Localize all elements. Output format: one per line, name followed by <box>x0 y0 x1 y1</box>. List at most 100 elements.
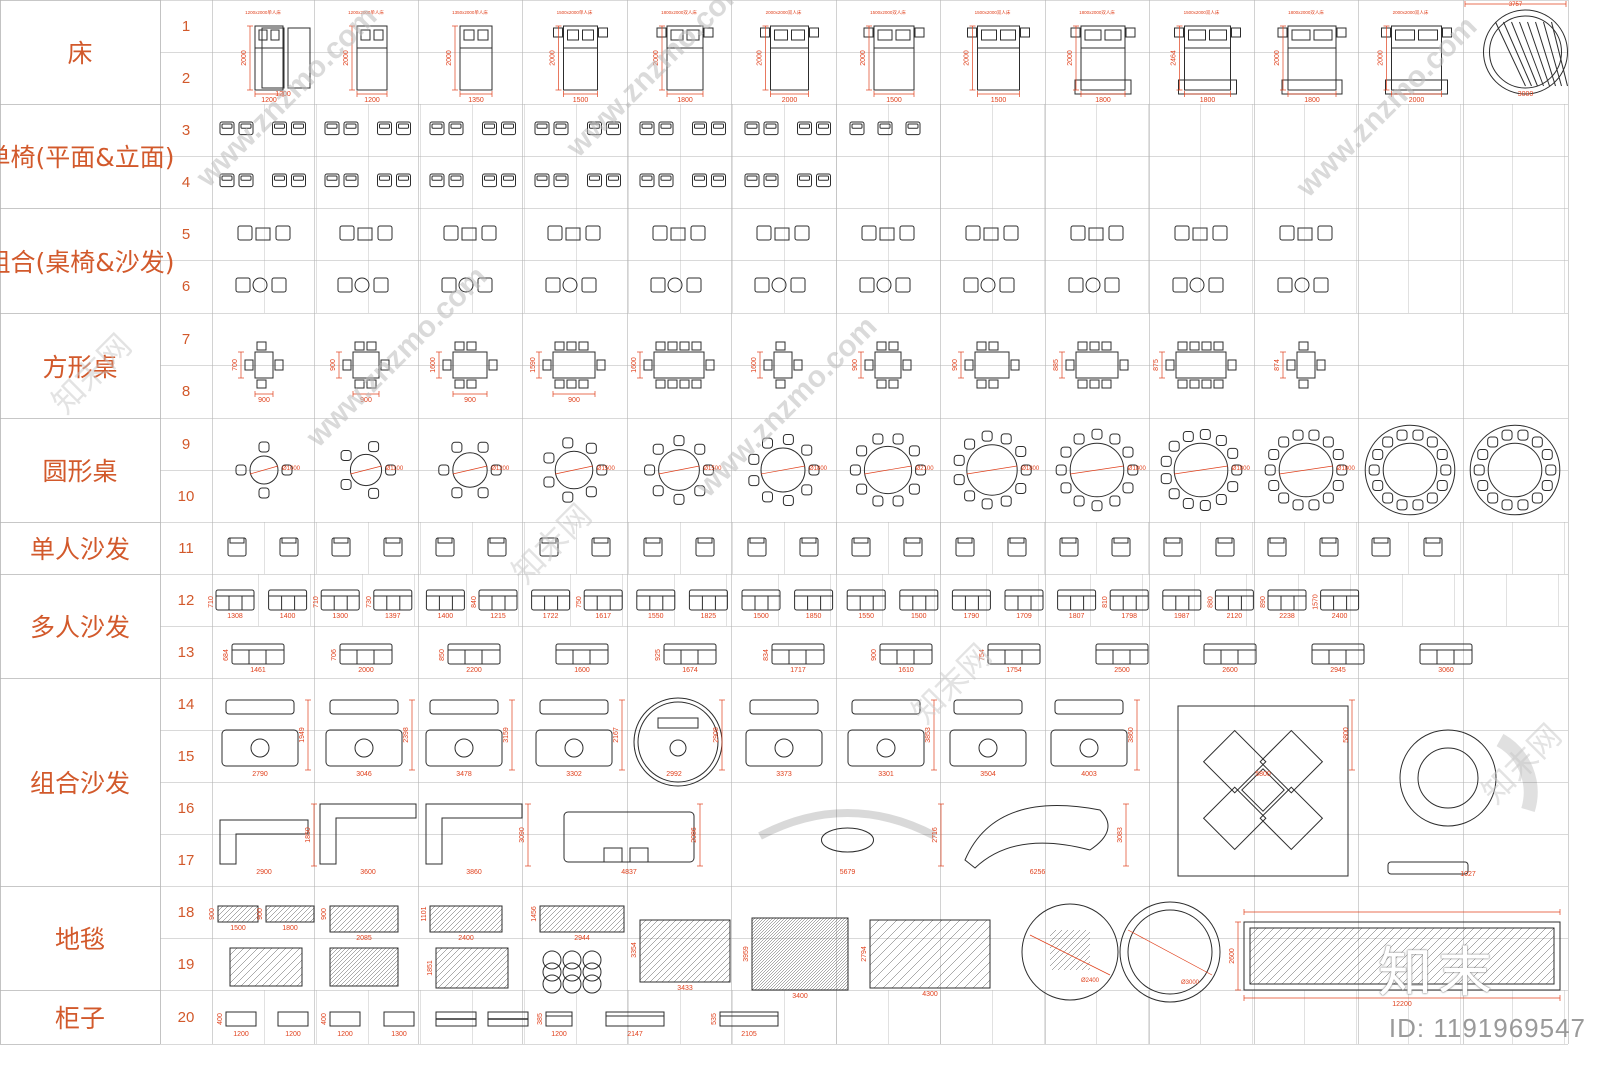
sofa-width: 1500 <box>753 613 769 620</box>
sofa-width: 1300 <box>332 613 348 620</box>
bed-height: 2000 <box>550 50 557 66</box>
table-depth: 1590 <box>530 357 537 373</box>
table-top <box>653 351 705 379</box>
combo-depth: 1850 <box>305 827 312 843</box>
bed-frame <box>666 25 704 91</box>
combo-depth: 2086 <box>691 827 698 843</box>
round-table-top <box>349 453 383 487</box>
asset-id-label: ID: 1191969547 <box>1388 1013 1586 1043</box>
row-number: 7 <box>181 330 191 348</box>
sofa-depth: 750 <box>576 596 583 608</box>
bed-title: 1800x2000双人床 <box>1288 9 1324 16</box>
rug-depth: 1101 <box>421 906 428 921</box>
row-number: 9 <box>181 435 191 453</box>
bed-frame <box>1391 25 1442 91</box>
category-label: 组合沙发 <box>29 769 130 798</box>
sofa-depth: 710 <box>313 596 320 608</box>
sofa-width: 2200 <box>466 667 482 674</box>
bed-height: 2000 <box>1067 50 1074 66</box>
row-number: 13 <box>177 643 195 661</box>
rug-width: 4300 <box>922 991 938 998</box>
round-table-top <box>658 449 700 491</box>
sofa-width: 1790 <box>964 613 980 620</box>
combo-width: 4003 <box>1081 771 1097 778</box>
table-diameter: Ø1500 <box>597 466 616 472</box>
sofa-width: 1709 <box>1016 613 1032 620</box>
bed-frame <box>563 25 598 91</box>
combo-width: 3302 <box>566 771 582 778</box>
rug-depth: 900 <box>209 908 216 920</box>
sofa-width: 1400 <box>438 613 454 620</box>
bed-title: 1500x2000单人床 <box>557 9 593 16</box>
table-depth: 900 <box>330 359 337 371</box>
combo-depth: 5800 <box>1343 727 1350 743</box>
sofa-width: 1807 <box>1069 613 1085 620</box>
table-depth: 900 <box>952 359 959 371</box>
round-table-top <box>1278 442 1334 498</box>
table-depth: 700 <box>232 359 239 371</box>
sofa-width: 2600 <box>1222 667 1238 674</box>
table-diameter: Ø1800 <box>1232 466 1251 472</box>
bed-width: 1800 <box>1095 97 1111 104</box>
table-diameter: Ø1100 <box>386 466 404 472</box>
sofa-width: 1850 <box>806 613 822 620</box>
sofa-width: 2400 <box>1332 613 1348 620</box>
bed-frame <box>873 25 915 91</box>
category-label: 多人沙发 <box>29 613 130 642</box>
sofa-width: 1500 <box>911 613 927 620</box>
round-table-top <box>1173 442 1229 498</box>
bed-width: 1200 <box>364 97 380 104</box>
sofa-width: 1617 <box>595 613 611 620</box>
combo-width: 2790 <box>252 771 268 778</box>
bed-width: 1500 <box>991 97 1007 104</box>
sofa-depth: 880 <box>1207 596 1214 608</box>
category-label: 单椅(平面&立面) <box>0 143 175 172</box>
combo-sofas-group: 2790194930462398347831593302216729922908… <box>219 697 1538 878</box>
combo-width: 1027 <box>1460 871 1476 878</box>
bed-title: 1500x2000双人床 <box>870 9 906 16</box>
sofa-width: 2945 <box>1330 667 1346 674</box>
row-number: 2 <box>181 69 191 87</box>
rug-diameter: Ø2400 <box>1081 978 1100 984</box>
rug-depth: 2794 <box>861 946 868 962</box>
sofa-width: 2238 <box>1279 613 1295 620</box>
cabinet-depth: 400 <box>321 1013 328 1025</box>
category-label: 单人沙发 <box>29 535 130 564</box>
table-top <box>552 351 596 379</box>
bed-title: 1500x2000双人床 <box>975 9 1011 16</box>
sofa-depth: 810 <box>1102 596 1109 608</box>
round-table-top <box>1487 442 1543 498</box>
sofa-width: 1550 <box>648 613 664 620</box>
table-depth: 875 <box>1153 359 1160 371</box>
table-top <box>1075 351 1119 379</box>
bed-frame <box>356 25 388 91</box>
table-top <box>452 351 488 379</box>
table-top <box>1296 351 1316 379</box>
chairs-group <box>219 121 921 188</box>
cabinet-width: 1200 <box>337 1031 353 1038</box>
bed-title: 1800x2000双人床 <box>661 9 697 16</box>
combo-width: 5679 <box>840 869 856 876</box>
bed-frame <box>1184 25 1231 91</box>
sofa-depth: 754 <box>979 649 986 661</box>
combo-width: 3478 <box>456 771 472 778</box>
combo-width: 3046 <box>356 771 372 778</box>
sub-grid <box>258 104 1565 1044</box>
rug-width: 1800 <box>282 925 298 932</box>
beds-group: 1200x2000单人床120020001200x2000单人床12002000… <box>241 1 1568 104</box>
bed-title: 2000x2000双人床 <box>1393 9 1429 16</box>
brand-watermark-logo: 知末 <box>1378 941 1498 1004</box>
combo-depth: 2398 <box>403 727 410 743</box>
table-top <box>352 351 380 379</box>
category-label: 地毯 <box>54 925 105 954</box>
rug-depth: 1851 <box>427 960 434 976</box>
combo-depth: 3090 <box>519 827 526 843</box>
table-diameter: Ø1500 <box>703 466 722 472</box>
round-table-top <box>1069 442 1125 498</box>
combo-depth: 2908 <box>713 727 720 743</box>
rug-depth: 3354 <box>631 942 638 958</box>
row-number: 20 <box>177 1008 195 1026</box>
table-width: 900 <box>258 397 270 404</box>
row-number: 17 <box>177 851 195 869</box>
table-diameter: Ø1200 <box>491 466 510 472</box>
